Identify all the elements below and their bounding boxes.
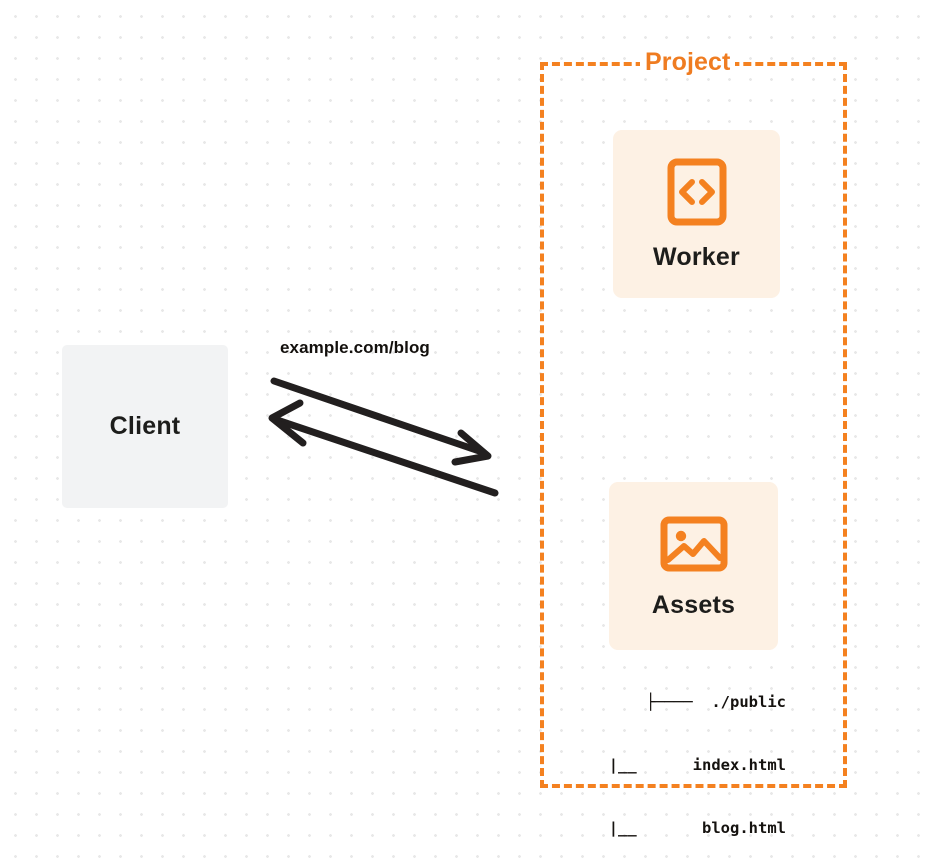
assets-file-tree: ├──── ./public |__ index.html |__ blog.h… — [586, 650, 786, 860]
code-brackets-icon — [666, 157, 728, 227]
node-worker[interactable]: Worker — [613, 130, 780, 298]
file-tree-line: ├──── ./public — [646, 693, 786, 711]
file-tree-line: |__ blog.html — [608, 819, 786, 837]
file-tree-line: |__ index.html — [608, 756, 786, 774]
project-label: Project — [640, 47, 736, 77]
node-client-label: Client — [109, 412, 181, 440]
node-worker-label: Worker — [653, 242, 740, 271]
node-assets-label: Assets — [651, 590, 736, 619]
node-assets[interactable]: Assets — [609, 482, 778, 650]
node-client[interactable]: Client — [62, 345, 228, 508]
arrow-request — [270, 377, 492, 466]
image-icon — [659, 513, 729, 575]
edge-label-url: example.com/blog — [280, 338, 430, 357]
arrow-response — [268, 399, 499, 497]
